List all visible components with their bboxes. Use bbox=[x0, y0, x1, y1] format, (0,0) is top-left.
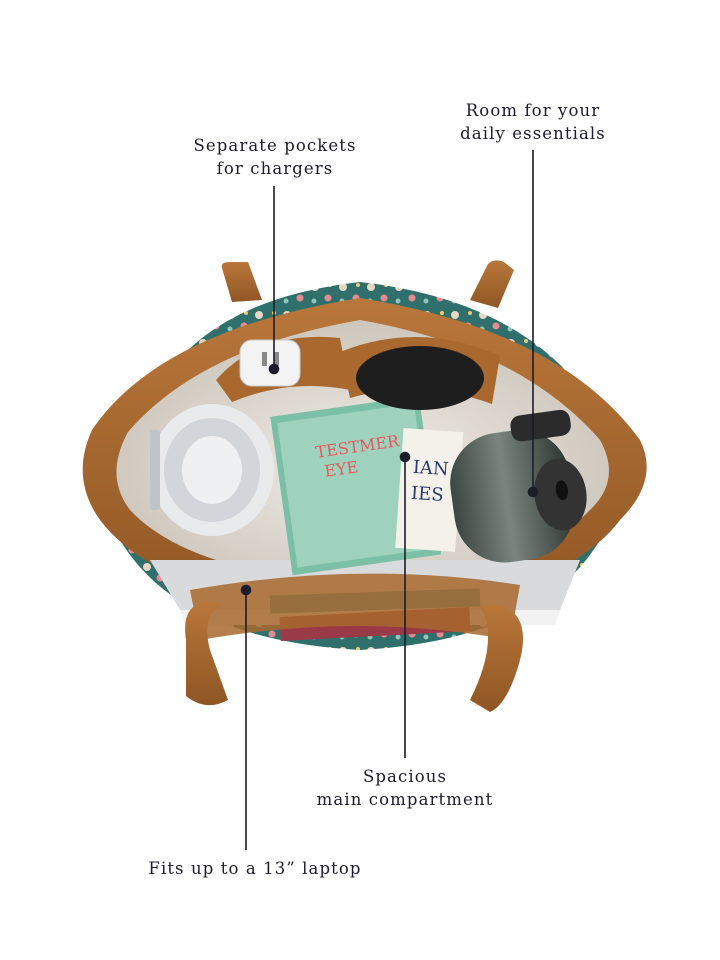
callout-chargers-line1: Separate pockets bbox=[193, 136, 357, 155]
callout-laptop-line1: Fits up to a 13” laptop bbox=[148, 859, 362, 878]
front-handle-left bbox=[185, 601, 228, 706]
food-container bbox=[150, 404, 274, 536]
leader-dot-chargers bbox=[268, 363, 280, 375]
svg-text:IAN: IAN bbox=[412, 457, 449, 480]
callout-essentials-line2: daily essentials bbox=[460, 124, 606, 143]
leader-dot-laptop bbox=[240, 584, 252, 596]
water-bottle bbox=[450, 409, 587, 563]
charger bbox=[239, 339, 301, 387]
callout-compartment-line1: Spacious bbox=[362, 767, 448, 786]
back-handle-right bbox=[470, 260, 514, 308]
callout-essentials-line1: Room for your bbox=[465, 101, 601, 120]
black-pouch bbox=[356, 346, 484, 410]
leader-dot-essentials bbox=[527, 486, 539, 498]
leader-dot-compartment bbox=[399, 451, 411, 463]
callout-laptop: Fits up to a 13” laptop bbox=[146, 857, 364, 880]
callout-compartment-line2: main compartment bbox=[316, 790, 494, 809]
svg-text:IES: IES bbox=[410, 483, 444, 506]
callout-chargers-line2: for chargers bbox=[216, 159, 334, 178]
callout-chargers: Separate pockets for chargers bbox=[186, 134, 364, 180]
callout-compartment: Spacious main compartment bbox=[310, 765, 500, 811]
back-handle-left bbox=[221, 262, 262, 302]
front-handle-right bbox=[470, 604, 523, 712]
book-behind: IAN IES bbox=[395, 428, 464, 552]
callout-essentials: Room for your daily essentials bbox=[448, 99, 618, 145]
svg-text:EYE: EYE bbox=[323, 457, 359, 481]
